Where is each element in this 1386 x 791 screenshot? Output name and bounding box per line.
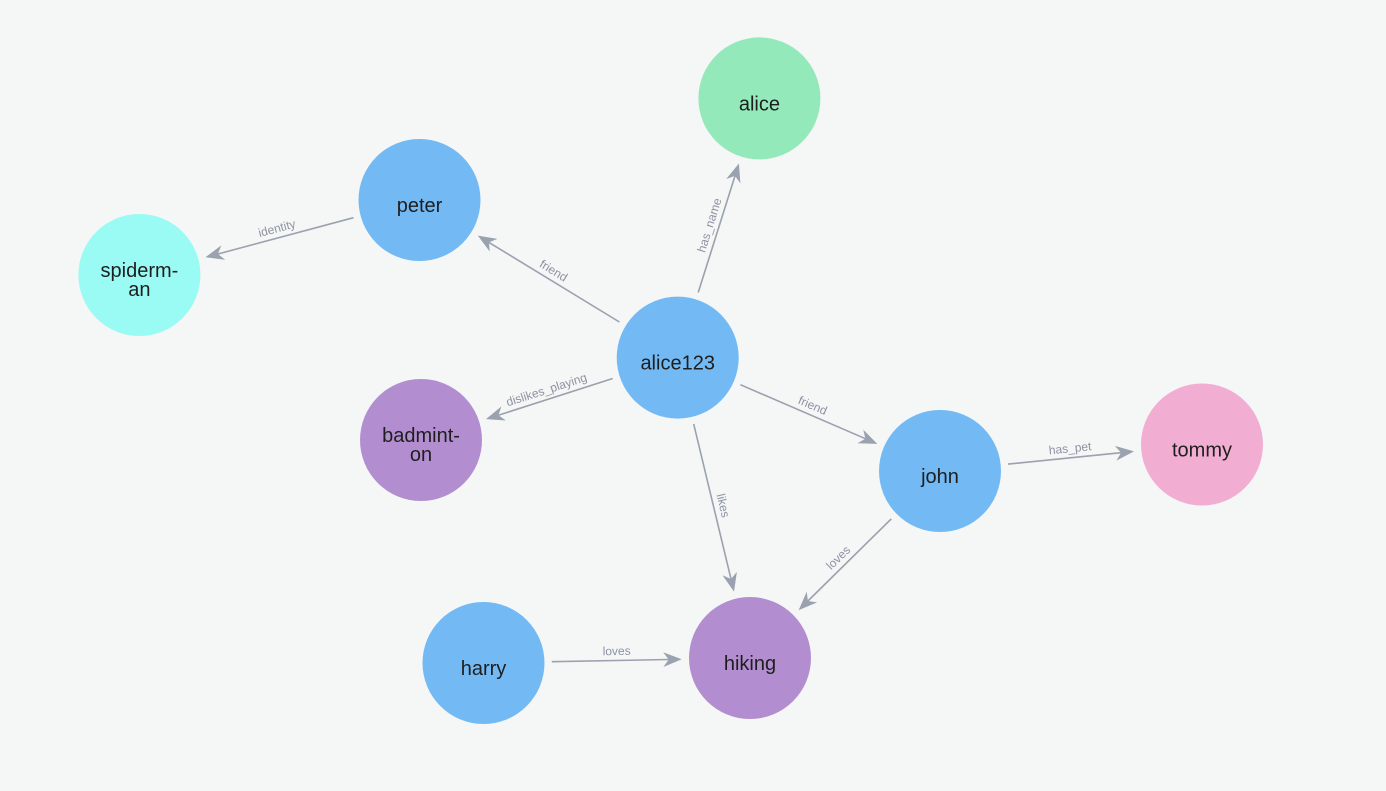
svg-text:badmint-: badmint- <box>382 425 460 447</box>
svg-text:john: john <box>920 466 959 488</box>
svg-text:tommy: tommy <box>1172 440 1232 462</box>
svg-text:spiderm-: spiderm- <box>101 260 179 282</box>
svg-text:an: an <box>128 279 150 301</box>
svg-text:has_pet: has_pet <box>1048 439 1093 457</box>
svg-text:peter: peter <box>397 195 443 217</box>
svg-text:alice123: alice123 <box>640 353 715 375</box>
svg-text:likes: likes <box>714 492 733 519</box>
svg-text:hiking: hiking <box>724 653 776 675</box>
svg-text:on: on <box>410 444 432 466</box>
svg-text:harry: harry <box>461 658 507 680</box>
svg-text:loves: loves <box>602 644 630 659</box>
svg-text:alice: alice <box>739 93 780 115</box>
